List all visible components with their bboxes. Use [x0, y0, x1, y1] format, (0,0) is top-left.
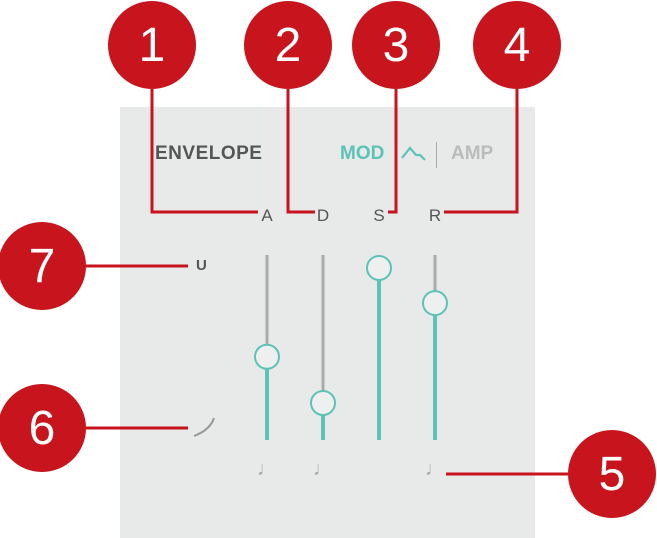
- sync-note-icon-a[interactable]: ♩: [257, 458, 277, 480]
- callout-6: 6: [0, 384, 86, 472]
- callout-7: 7: [0, 222, 86, 310]
- callout-1: 1: [108, 1, 196, 89]
- slider-label-r: R: [428, 206, 442, 225]
- callout-3: 3: [352, 1, 440, 89]
- envelope-title: ENVELOPE: [155, 143, 263, 164]
- slider-knob-d[interactable]: [310, 390, 336, 416]
- slider-knob-r[interactable]: [422, 290, 448, 317]
- slider-knob-a[interactable]: [254, 343, 280, 370]
- slider-label-a: A: [261, 206, 273, 225]
- sync-note-icon-r[interactable]: ♩: [425, 458, 445, 480]
- amp-tab[interactable]: AMP: [451, 143, 494, 164]
- slider-label-s: S: [373, 206, 385, 225]
- mod-tab[interactable]: MOD: [340, 143, 385, 164]
- callout-5: 5: [568, 430, 656, 518]
- callout-4: 4: [473, 1, 561, 89]
- unit-toggle[interactable]: U: [196, 257, 207, 274]
- tab-separator: [436, 142, 437, 168]
- callout-2: 2: [244, 1, 332, 89]
- slider-knob-s[interactable]: [366, 254, 392, 281]
- sync-note-icon-d[interactable]: ♩: [313, 458, 333, 480]
- slider-label-d: D: [316, 206, 330, 225]
